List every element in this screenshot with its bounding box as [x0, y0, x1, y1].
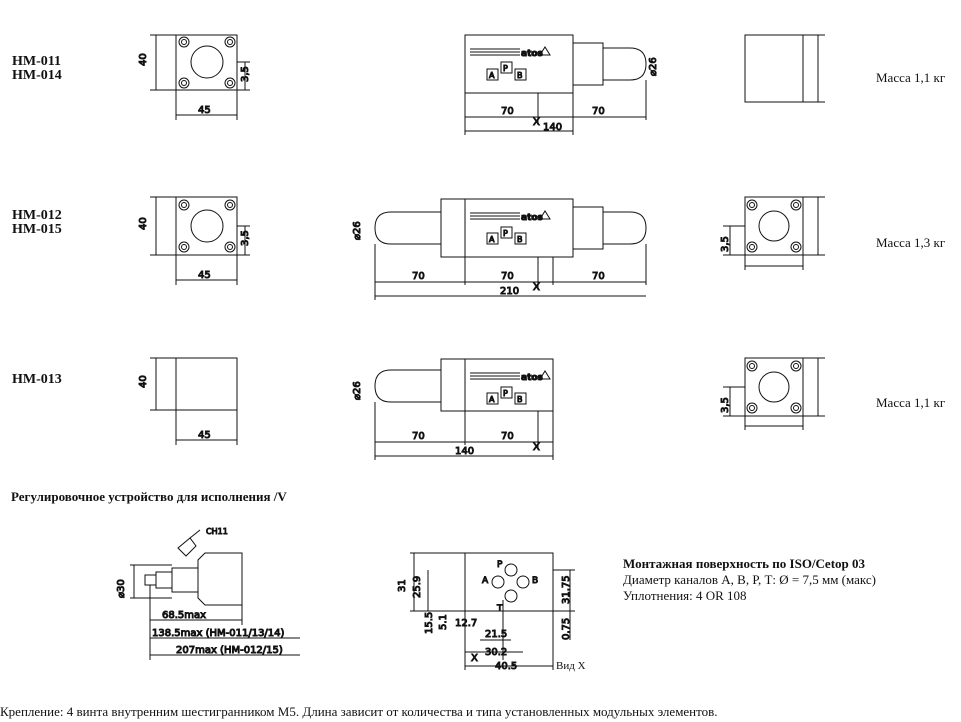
- row3-models: HM-013: [12, 373, 62, 387]
- mount-dim-127: 12.7: [455, 618, 477, 629]
- row2-dim-70a: 70: [412, 271, 425, 282]
- row1-front-view: [150, 34, 250, 120]
- row2-dim-40: 40: [138, 217, 149, 230]
- mount-dim-51: 5.1: [438, 614, 449, 630]
- row1-port-a: A: [489, 71, 495, 80]
- row2-dim-70b: 70: [501, 271, 514, 282]
- row3-front-view: [150, 357, 238, 445]
- mounting-title: Монтажная поверхность по ISO/Cetop 03: [623, 556, 866, 571]
- row2-models: HM-012 HM-015: [12, 209, 62, 237]
- row1-dim-40: 40: [138, 53, 149, 66]
- row3-dim-45: 45: [198, 430, 211, 441]
- section-title: Регулировочное устройство для исполнения…: [11, 489, 287, 504]
- row3-port-p: P: [503, 389, 508, 398]
- mount-port-p: P: [497, 560, 503, 570]
- mounting-ports: Диаметр каналов А, В, Р, Т: Ø = 7,5 мм (…: [623, 572, 877, 587]
- row3-dim-26: ⌀26: [352, 381, 363, 400]
- row2-port-b: B: [517, 235, 523, 244]
- row3-port-a: A: [489, 395, 495, 404]
- row2-rear-dim-35: 3,5: [720, 236, 731, 252]
- row3-port-b: B: [517, 395, 523, 404]
- adjuster-ch11: CH11: [206, 527, 228, 536]
- row3-dim-70b: 70: [501, 431, 514, 442]
- row2-port-p: P: [503, 229, 508, 238]
- view-x-label: Вид Х: [556, 660, 586, 672]
- row1-model-2: HM-014: [12, 68, 62, 83]
- mount-dim-405: 40.5: [495, 661, 517, 672]
- mount-dim-155: 15.5: [424, 612, 435, 634]
- row2-side-view: [374, 198, 647, 300]
- row2-brand: atos: [521, 213, 543, 223]
- row2-dim-45: 45: [198, 270, 211, 281]
- row1-model-1: HM-011: [12, 54, 61, 69]
- mount-dim-075: 0.75: [561, 618, 572, 640]
- adjuster-len-2: 138.5max (HM-011/13/14): [152, 628, 285, 639]
- footer-note: Крепление: 4 винта внутренним шестигранн…: [0, 704, 718, 719]
- row3-dim-140: 140: [455, 446, 474, 457]
- row1-mass: Масса 1,1 кг: [876, 70, 946, 85]
- row1-rear-view: [744, 34, 825, 103]
- row1-dim-26: ⌀26: [648, 57, 659, 76]
- adjuster-dim-30: ⌀30: [116, 579, 127, 598]
- row1-dim-70b: 70: [592, 106, 605, 117]
- mount-dim-215: 21.5: [485, 629, 507, 640]
- mounting-seals: Уплотнения: 4 OR 108: [623, 588, 747, 603]
- adjuster-detail: [130, 529, 300, 660]
- row2-model-1: HM-012: [12, 208, 62, 223]
- row2-dim-26: ⌀26: [352, 221, 363, 240]
- row1-dim-45: 45: [198, 105, 211, 116]
- row2-dim-70c: 70: [592, 271, 605, 282]
- mount-dim-259: 25.9: [412, 576, 423, 598]
- row1-brand: atos: [521, 49, 543, 59]
- row3-mass: Масса 1,1 кг: [876, 395, 946, 410]
- row1-dim-70a: 70: [501, 106, 514, 117]
- mounting-surface: [410, 552, 575, 670]
- adjuster-len-1: 68.5max: [162, 610, 206, 621]
- row1-side-view: [464, 34, 647, 135]
- row3-dim-70a: 70: [412, 431, 425, 442]
- row2-rear-view: [723, 196, 825, 270]
- mounting-info: Монтажная поверхность по ISO/Cetop 03 Ди…: [623, 556, 876, 604]
- row3-rear-view: [723, 357, 825, 430]
- mount-port-t: T: [496, 604, 503, 614]
- row3-side-view: [374, 358, 554, 460]
- row2-front-view: [150, 196, 250, 285]
- row1-port-p: P: [503, 64, 508, 73]
- mount-dim-31: 31: [397, 579, 408, 592]
- mount-x: X: [471, 653, 478, 664]
- row1-dim-35: 3,5: [240, 66, 251, 82]
- row3-rear-dim-35: 3,5: [720, 397, 731, 413]
- row2-model-2: HM-015: [12, 222, 62, 237]
- row1-dim-140: 140: [543, 122, 562, 133]
- row1-port-b: B: [517, 71, 523, 80]
- row1-models: HM-011 HM-014: [12, 55, 62, 83]
- row1-x: X: [533, 117, 540, 128]
- row3-brand: atos: [521, 373, 543, 383]
- row3-x: X: [533, 442, 540, 453]
- row2-dim-210: 210: [500, 286, 519, 297]
- row2-x: X: [533, 282, 540, 293]
- row2-mass: Масса 1,3 кг: [876, 235, 946, 250]
- adjuster-len-3: 207max (HM-012/15): [176, 645, 283, 656]
- row3-model-1: HM-013: [12, 372, 62, 387]
- row2-port-a: A: [489, 235, 495, 244]
- mount-port-b: B: [532, 576, 538, 586]
- row3-dim-40: 40: [138, 375, 149, 388]
- mount-dim-302: 30.2: [485, 647, 507, 658]
- mount-dim-3175: 31.75: [561, 575, 572, 604]
- mount-port-a: A: [482, 576, 489, 586]
- row2-dim-35: 3,5: [240, 230, 251, 246]
